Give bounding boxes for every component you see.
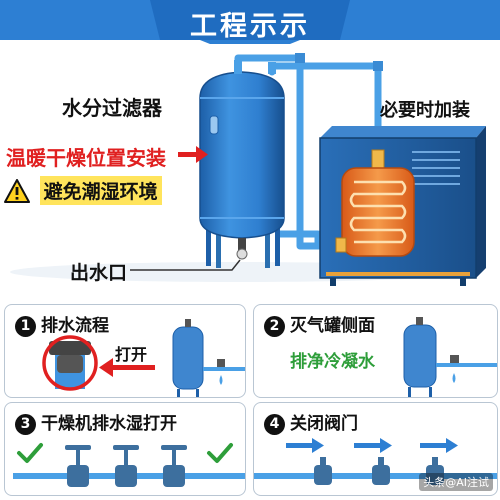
step-2-number: 2 [264, 316, 285, 337]
install-arrow [178, 146, 208, 163]
check-icon [207, 443, 233, 463]
step-3-illustration [13, 443, 245, 487]
heater-coil [335, 149, 415, 257]
install-label: 温暖干燥位置安装 [6, 146, 166, 170]
outlet-label: 出水口 [70, 262, 128, 284]
page-title: 工程示示 [190, 11, 310, 42]
step-1-number: 1 [15, 316, 36, 337]
filter-label: 水分过滤器 [62, 96, 162, 120]
warning-icon [4, 178, 30, 203]
step-1-illustration [42, 319, 245, 397]
step-3-number: 3 [15, 414, 36, 435]
outlet-leader [130, 259, 241, 271]
step-4-illustration [254, 438, 497, 485]
step-2-illustration [403, 317, 497, 397]
heat-label: 必要时加装 [380, 100, 470, 121]
filter-tank [199, 60, 285, 268]
avoid-label: 避免潮湿环境 [39, 176, 162, 205]
watermark: 头条@AI注试 [419, 473, 493, 491]
main-illustration [10, 53, 486, 286]
check-icon [17, 443, 43, 463]
step-1-note: 打开 [115, 345, 148, 364]
step-2-note: 排净冷凝水 [290, 352, 375, 372]
header-banner [0, 0, 500, 44]
step-4-number: 4 [264, 414, 285, 435]
avoid-label-box: 避免潮湿环境 [4, 176, 162, 205]
outlet-valve [236, 238, 248, 260]
flow-arrow-icon [286, 438, 458, 453]
